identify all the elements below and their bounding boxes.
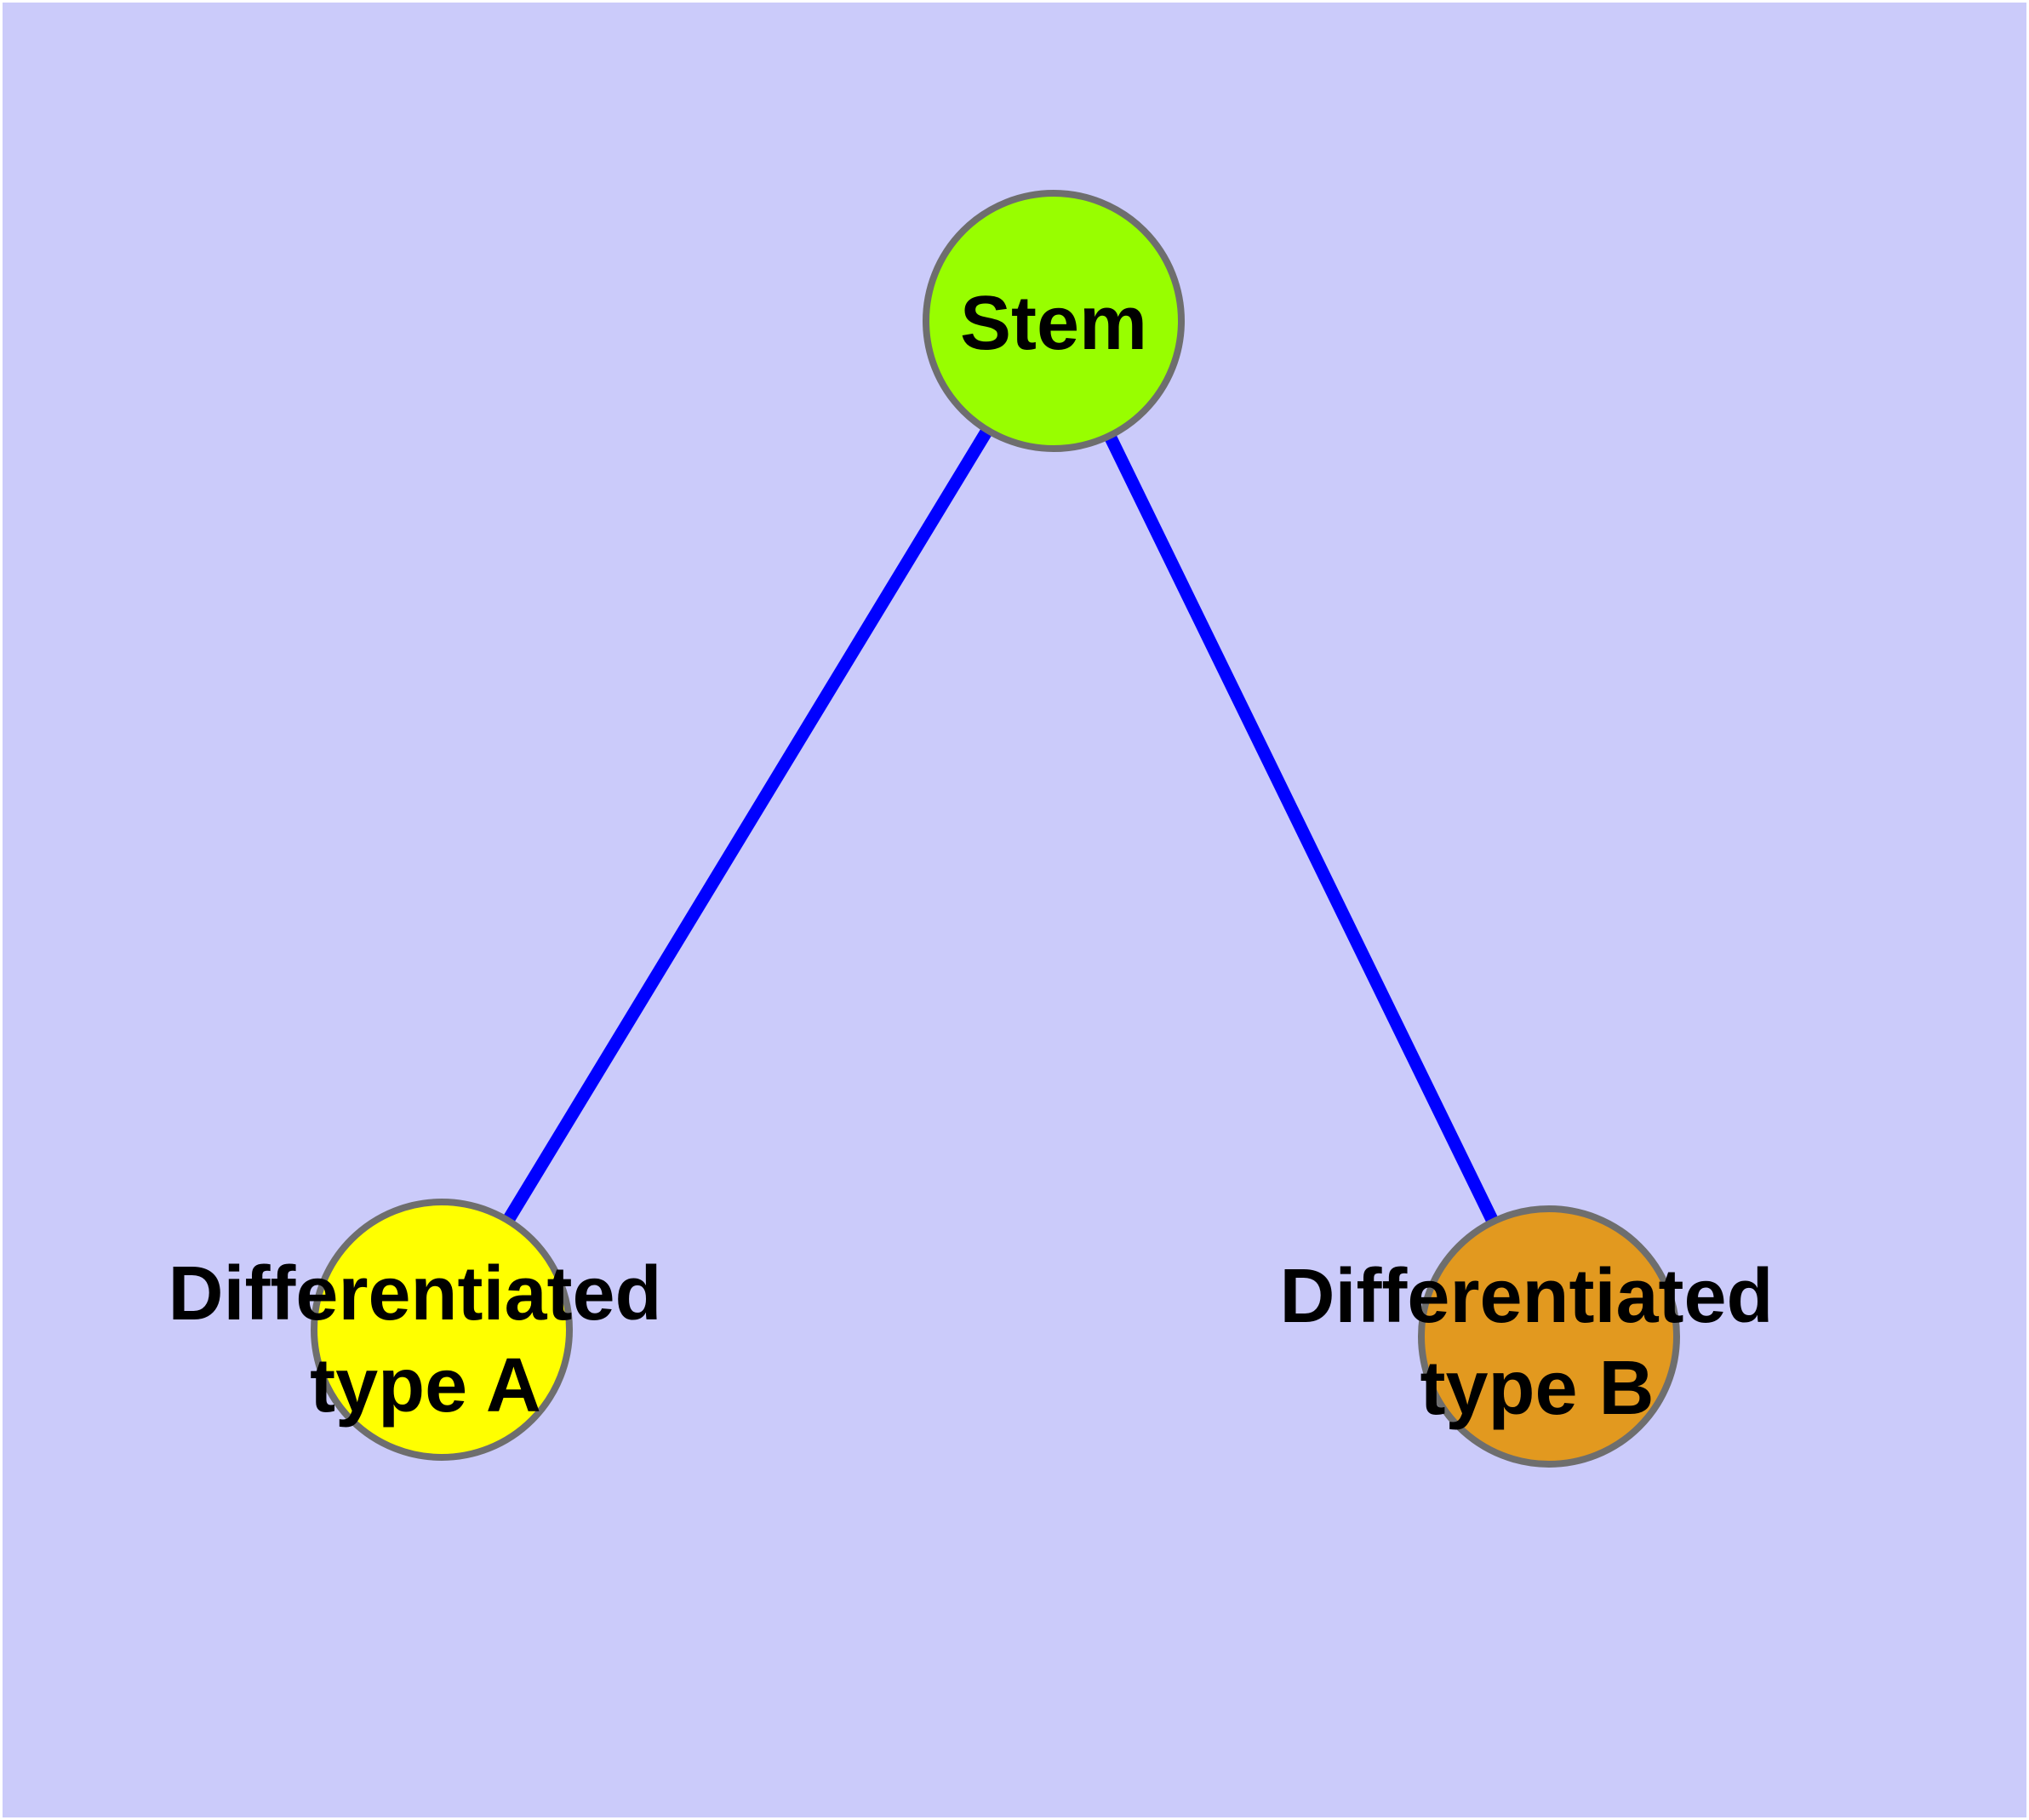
node-typeB-circle [1418, 1205, 1680, 1468]
node-typeA-label-line1: Differentiated [168, 1251, 661, 1336]
node-typeB-label-line1: Differentiated [1279, 1254, 1773, 1339]
node-stem-circle [923, 190, 1185, 452]
node-typeB-label-line2: type B [1420, 1346, 1654, 1431]
edge-stem-to-typeB [1048, 318, 1555, 1340]
node-typeA-circle [311, 1199, 573, 1461]
node-typeA-label: Differentiated type A [168, 1251, 683, 1428]
edge-stem-to-typeA [436, 318, 1060, 1333]
node-stem-label: Stem [960, 281, 1147, 366]
node-typeA-label-line2: type A [310, 1343, 541, 1428]
node-typeB-label: Differentiated type B [1279, 1254, 1794, 1431]
